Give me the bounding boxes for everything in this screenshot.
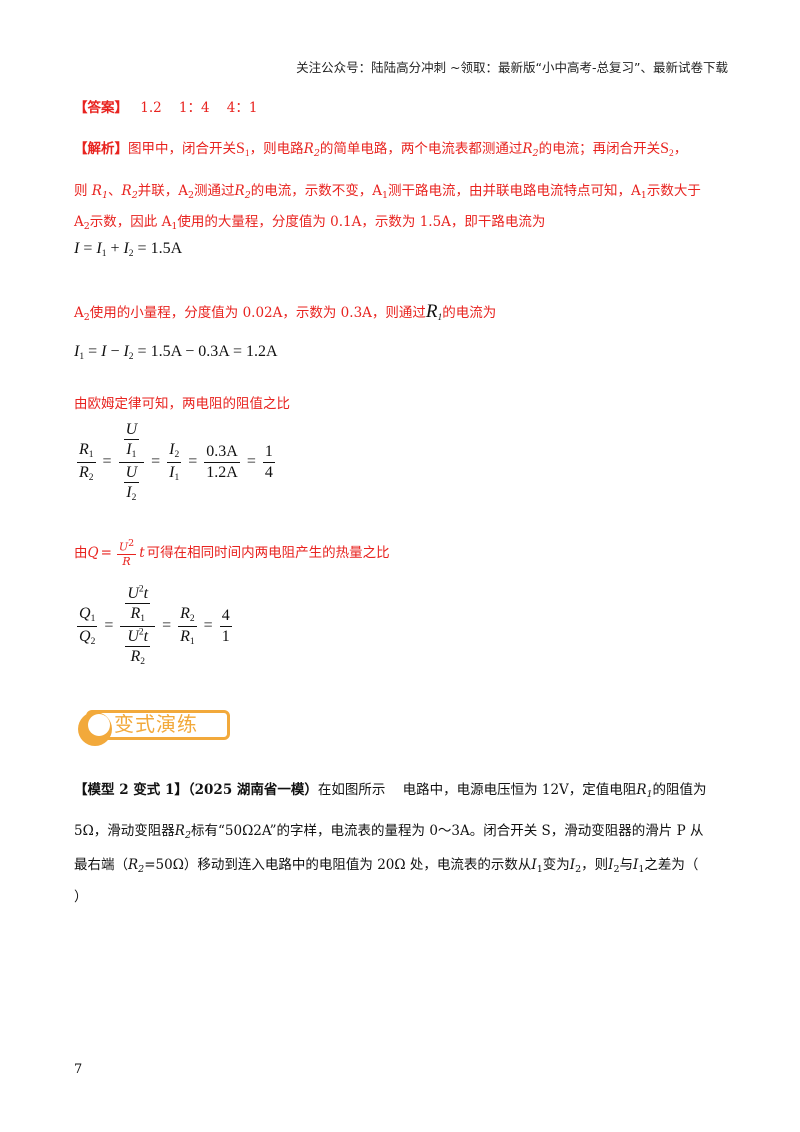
problem-line-4: ） xyxy=(74,889,88,905)
text: ，则 xyxy=(581,857,609,873)
symbol-r2: R2 xyxy=(128,857,145,875)
symbol-r1: R1 xyxy=(636,782,653,800)
text: 示数大于 xyxy=(646,183,701,199)
text: 标有“50Ω2A”的字样，电流表的量程为 0～3A。闭合开关 S，滑动变阻器的滑… xyxy=(191,823,704,839)
text: 测干路电流，由并联电路电流特点可知，A xyxy=(388,183,641,199)
answer-label: 【答案】 xyxy=(74,100,128,116)
answer-values: 1.2 1：4 4：1 xyxy=(140,100,258,116)
equation-value: = 1.5A xyxy=(137,240,183,257)
text: 则 xyxy=(74,183,88,199)
text: 由 xyxy=(74,545,88,562)
section-banner: 变式演练 xyxy=(78,708,230,746)
text: 的电流，示数不变，A xyxy=(250,183,382,199)
symbol-r1: R1 xyxy=(425,301,443,323)
symbol-r2: R2 xyxy=(174,823,192,841)
page-number: 7 xyxy=(74,1062,83,1077)
text: 在如图所示 电路中，电源电压恒为 12V，定值电阻 xyxy=(317,782,637,798)
analysis-line-3: A2示数，因此 A1使用的大量程，分度值为 0.1A，示数为 1.5A，即干路电… xyxy=(74,214,546,232)
text: 测通过 xyxy=(194,183,235,199)
text: 图甲中，闭合开关 xyxy=(128,141,236,157)
text: 最右端（ xyxy=(74,857,128,873)
problem-label: 【模型 2 变式 1】 xyxy=(74,782,188,798)
banner-circle-icon xyxy=(78,712,112,746)
text: ，则电路 xyxy=(249,141,304,157)
problem-source: （2025 湖南省一模） xyxy=(187,782,318,798)
text: =50Ω）移动到连入电路中的电阻值为 20Ω 处，电流表的示数从 xyxy=(144,857,532,873)
answer-line: 【答案】 1.2 1：4 4：1 xyxy=(74,99,257,117)
text: 、 xyxy=(108,183,122,199)
problem-line-2: 5Ω，滑动变阻器R2标有“50Ω2A”的字样，电流表的量程为 0～3A。闭合开关… xyxy=(74,822,703,845)
text: 与 xyxy=(619,857,634,873)
text: 之差为（ xyxy=(644,857,699,873)
problem-line-3: 最右端（R2=50Ω）移动到连入电路中的电阻值为 20Ω 处，电流表的示数从I1… xyxy=(74,857,699,875)
analysis-label: 【解析】 xyxy=(74,141,128,157)
text: A xyxy=(74,214,84,230)
text: 5Ω，滑动变阻器 xyxy=(74,823,175,839)
analysis-line-4: A2使用的小量程，分度值为 0.02A，示数为 0.3A，则通过R1的电流为 xyxy=(74,301,497,323)
banner-label: 变式演练 xyxy=(114,712,198,736)
symbol-r2: R2 xyxy=(522,141,539,159)
page-header: 关注公众号：陆陆高分冲刺 ~领取：最新版“小中高考-总复习”、最新试卷下载 xyxy=(296,60,728,75)
symbol-r2: R2 xyxy=(121,183,138,201)
text: 的电流为 xyxy=(442,305,497,321)
text: 示数，因此 A xyxy=(89,214,172,230)
equation-value: = 1.5A − 0.3A = 1.2A xyxy=(137,343,278,360)
text: 使用的小量程，分度值为 0.02A，示数为 0.3A，则通过 xyxy=(89,305,426,321)
text: 变为 xyxy=(542,857,570,873)
equation-r1-current: I1 = I − I2 = 1.5A − 0.3A = 1.2A xyxy=(74,343,278,362)
symbol-s1: S1 xyxy=(236,140,250,159)
text: A xyxy=(74,305,84,321)
symbol-r2: R2 xyxy=(303,141,320,159)
symbol-s2: S2 xyxy=(660,140,674,159)
problem-line-1: 【模型 2 变式 1】（2025 湖南省一模）在如图所示 电路中，电源电压恒为 … xyxy=(74,781,707,804)
text: ， xyxy=(673,141,688,157)
text: 的电流；再闭合开关 xyxy=(538,141,661,157)
analysis-line-1: 【解析】图甲中，闭合开关S1，则电路R2的简单电路，两个电流表都测通过R2的电流… xyxy=(74,140,688,159)
symbol-r1: R1 xyxy=(91,183,109,201)
equation-total-current: I = I1 + I2 = 1.5A xyxy=(74,240,183,259)
text: 使用的大量程，分度值为 0.1A，示数为 1.5A，即干路电流为 xyxy=(177,214,546,230)
text: 并联，A xyxy=(137,183,188,199)
analysis-line-2: 则 R1、R2并联，A2测通过R2的电流，示数不变，A1测干路电流，由并联电路电… xyxy=(74,183,701,201)
text: 的阻值为 xyxy=(652,782,707,798)
symbol-r2: R2 xyxy=(234,183,251,201)
text: 可得在相同时间内两电阻产生的热量之比 xyxy=(146,545,390,562)
analysis-line-5: 由欧姆定律可知，两电阻的阻值之比 xyxy=(74,396,290,412)
